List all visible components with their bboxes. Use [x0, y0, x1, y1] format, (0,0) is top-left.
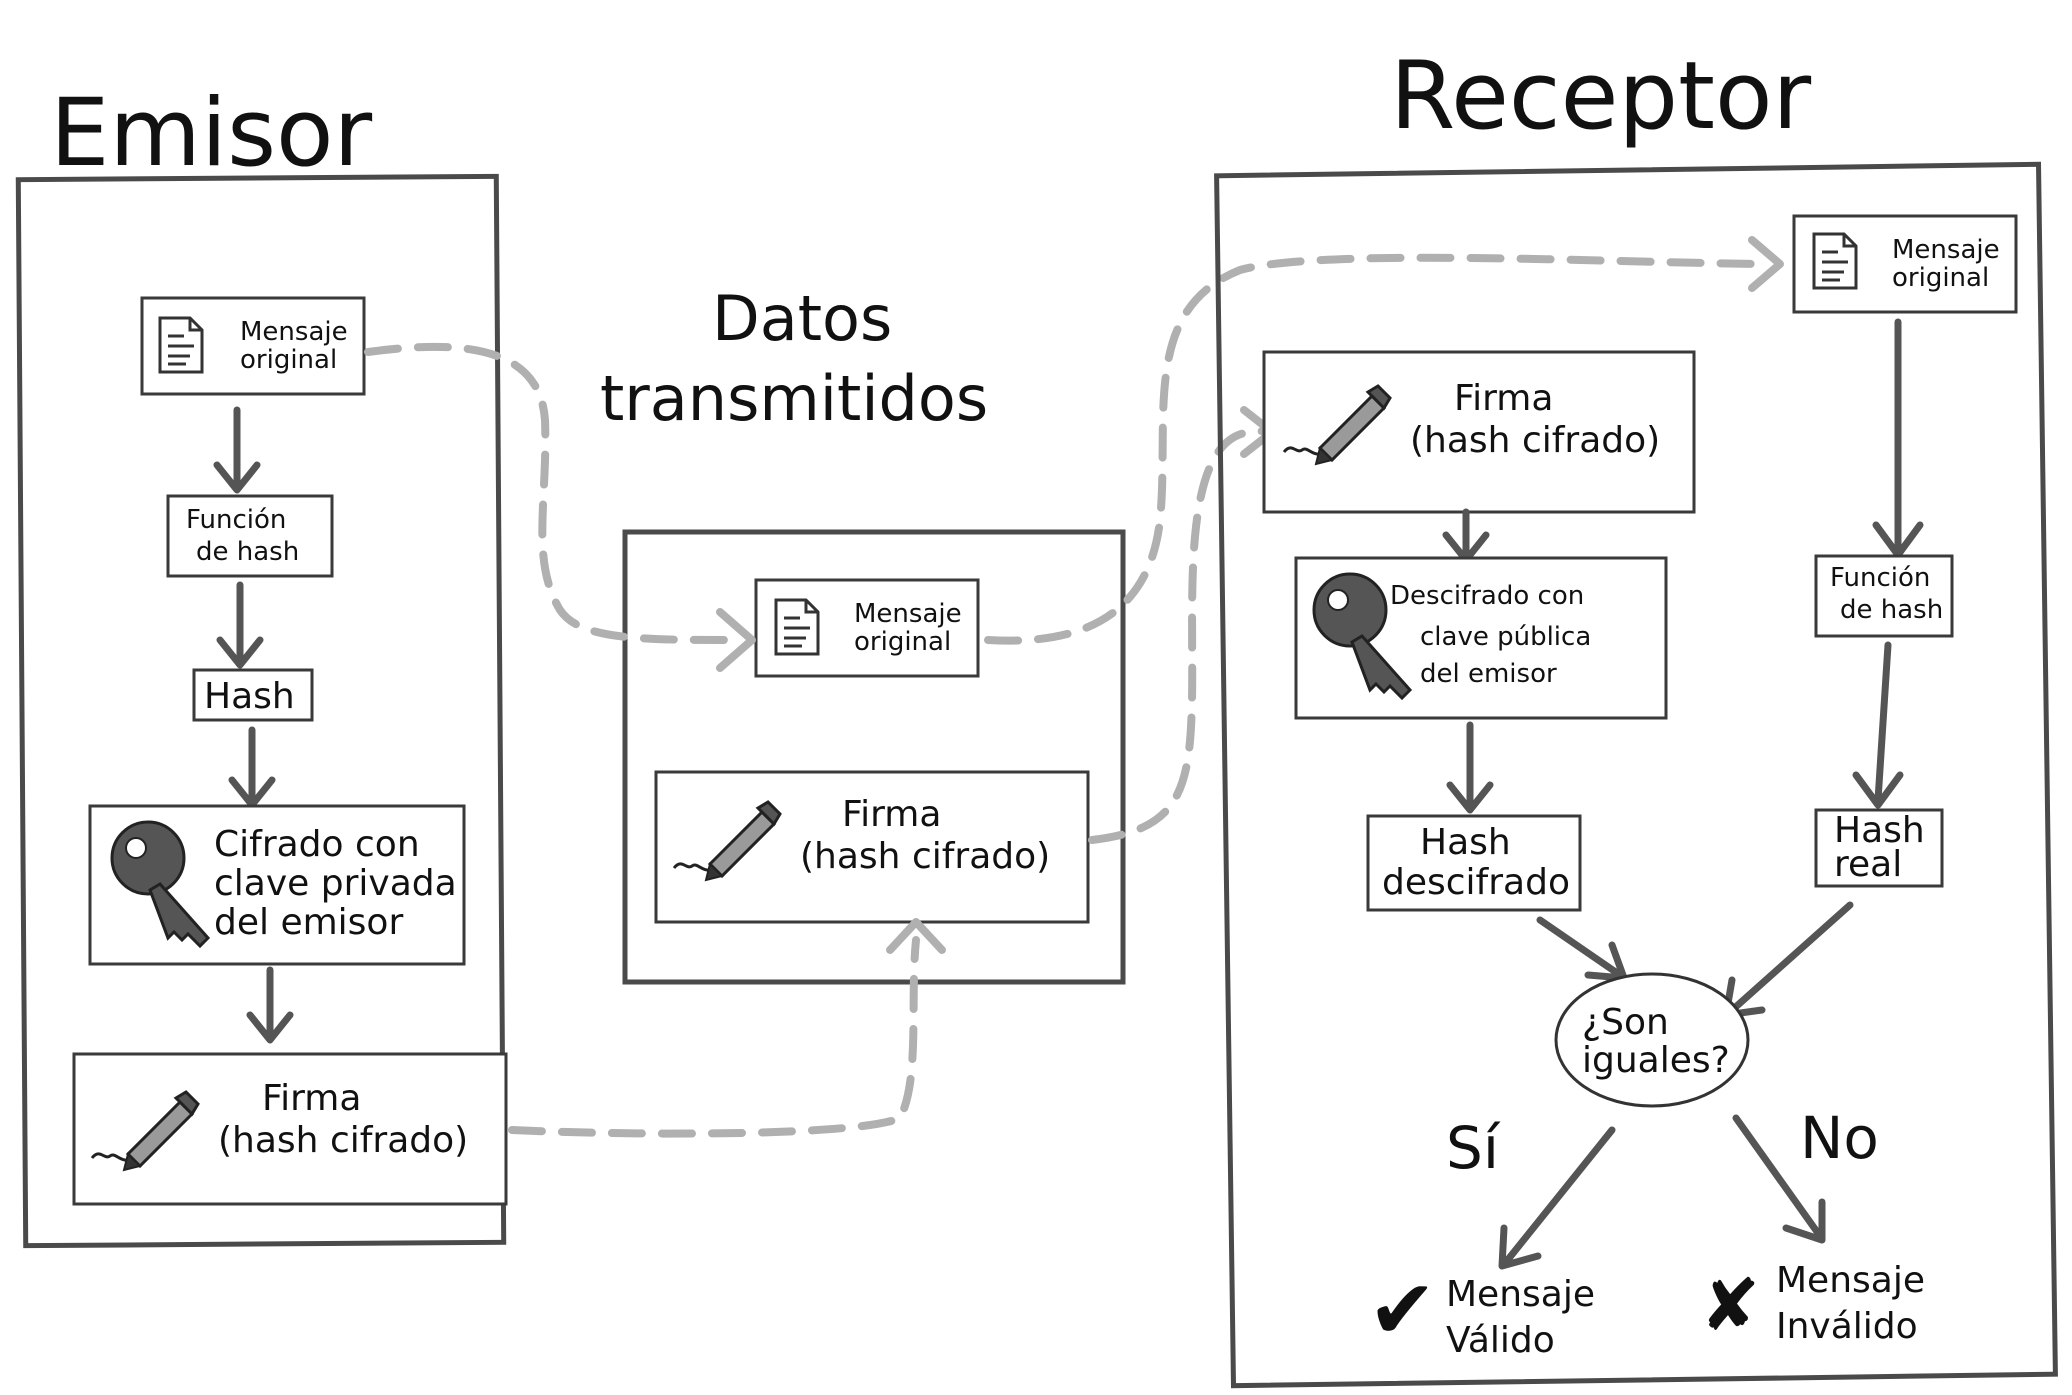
arrow-to-question-right — [1722, 901, 1854, 1019]
svg-text:Mensaje: Mensaje — [240, 317, 348, 347]
flow-message-to-transmitted — [364, 342, 744, 644]
flow-message-to-receiver — [984, 253, 1764, 645]
flow-signature-to-transmitted — [508, 936, 920, 1138]
sender-signature-box: Firma (hash cifrado) — [72, 1052, 508, 1206]
yes-label: Sí — [1446, 1114, 1501, 1182]
arrow-to-valid — [1498, 1126, 1616, 1270]
arrow-to-question-left — [1536, 916, 1628, 982]
transmitted-panel — [622, 529, 1126, 985]
svg-text:(hash cifrado): (hash cifrado) — [1410, 420, 1660, 461]
sender-message-box: Mensaje original — [140, 296, 366, 396]
svg-text:Cifrado con: Cifrado con — [214, 824, 420, 865]
svg-text:(hash cifrado): (hash cifrado) — [800, 836, 1050, 877]
transmitted-title-line2: transmitidos — [600, 362, 988, 435]
svg-text:Firma: Firma — [842, 794, 941, 835]
svg-text:(hash cifrado): (hash cifrado) — [218, 1120, 468, 1161]
svg-text:Mensaje: Mensaje — [1892, 235, 2000, 265]
svg-text:Función: Función — [1830, 563, 1930, 593]
receiver-message-box: Mensaje original — [1792, 214, 2018, 314]
svg-text:Descifrado con: Descifrado con — [1390, 581, 1584, 611]
arrow-to-invalid — [1732, 1114, 1826, 1244]
transmitted-signature-box: Firma (hash cifrado) — [654, 770, 1090, 924]
transmitted-message-box: Mensaje original — [754, 578, 980, 678]
svg-text:Función: Función — [186, 505, 286, 535]
receiver-hash-function-box: Función de hash — [1814, 554, 1954, 638]
svg-text:Mensaje: Mensaje — [1446, 1274, 1595, 1315]
result-valid: ✔ Mensaje Válido — [1368, 1263, 1595, 1361]
svg-text:real: real — [1834, 844, 1902, 885]
sender-hash-function-box: Función de hash — [166, 494, 334, 578]
svg-text:Hash: Hash — [204, 676, 295, 717]
result-invalid: ✘ Mensaje Inválido — [1700, 1260, 1925, 1347]
svg-text:de hash: de hash — [196, 537, 299, 567]
document-icon — [774, 598, 820, 656]
receiver-title: Receptor — [1390, 42, 1811, 151]
document-icon — [1812, 232, 1858, 290]
receiver-decrypted-hash-box: Hash descifrado — [1366, 814, 1582, 912]
question-ellipse: ¿Son iguales? — [1554, 972, 1750, 1108]
check-icon: ✔ — [1368, 1263, 1437, 1358]
cross-icon: ✘ — [1700, 1263, 1760, 1347]
sender-hash-box: Hash — [192, 668, 314, 722]
svg-text:descifrado: descifrado — [1382, 862, 1570, 903]
svg-text:Mensaje: Mensaje — [1776, 1260, 1925, 1301]
svg-text:Mensaje: Mensaje — [854, 599, 962, 629]
document-icon — [158, 316, 204, 374]
svg-text:clave pública: clave pública — [1420, 622, 1591, 652]
svg-text:¿Son: ¿Son — [1582, 1002, 1669, 1043]
svg-text:Inválido: Inválido — [1776, 1306, 1918, 1347]
svg-text:iguales?: iguales? — [1582, 1040, 1730, 1081]
svg-text:original: original — [240, 345, 337, 375]
svg-text:clave privada: clave privada — [214, 863, 457, 904]
sender-title: Emisor — [50, 79, 373, 188]
transmitted-title-line1: Datos — [712, 282, 892, 355]
receiver-real-hash-box: Hash real — [1814, 808, 1944, 888]
sender-encrypt-box: Cifrado con clave privada del emisor — [88, 804, 466, 966]
no-label: No — [1800, 1104, 1879, 1172]
svg-text:del emisor: del emisor — [1420, 659, 1557, 689]
svg-text:original: original — [1892, 263, 1989, 293]
sender-panel — [15, 173, 507, 1249]
svg-text:Válido: Válido — [1446, 1320, 1555, 1361]
svg-text:original: original — [854, 627, 951, 657]
receiver-signature-box: Firma (hash cifrado) — [1262, 350, 1696, 514]
svg-text:Firma: Firma — [1454, 378, 1553, 419]
receiver-panel — [1214, 161, 2058, 1389]
svg-text:Firma: Firma — [262, 1078, 361, 1119]
svg-text:Hash: Hash — [1834, 810, 1925, 851]
svg-text:Hash: Hash — [1420, 822, 1511, 863]
svg-text:de hash: de hash — [1840, 595, 1943, 625]
flow-signature-to-receiver — [1088, 427, 1274, 844]
svg-text:del emisor: del emisor — [214, 902, 403, 943]
receiver-decrypt-box: Descifrado con clave pública del emisor — [1294, 556, 1668, 720]
